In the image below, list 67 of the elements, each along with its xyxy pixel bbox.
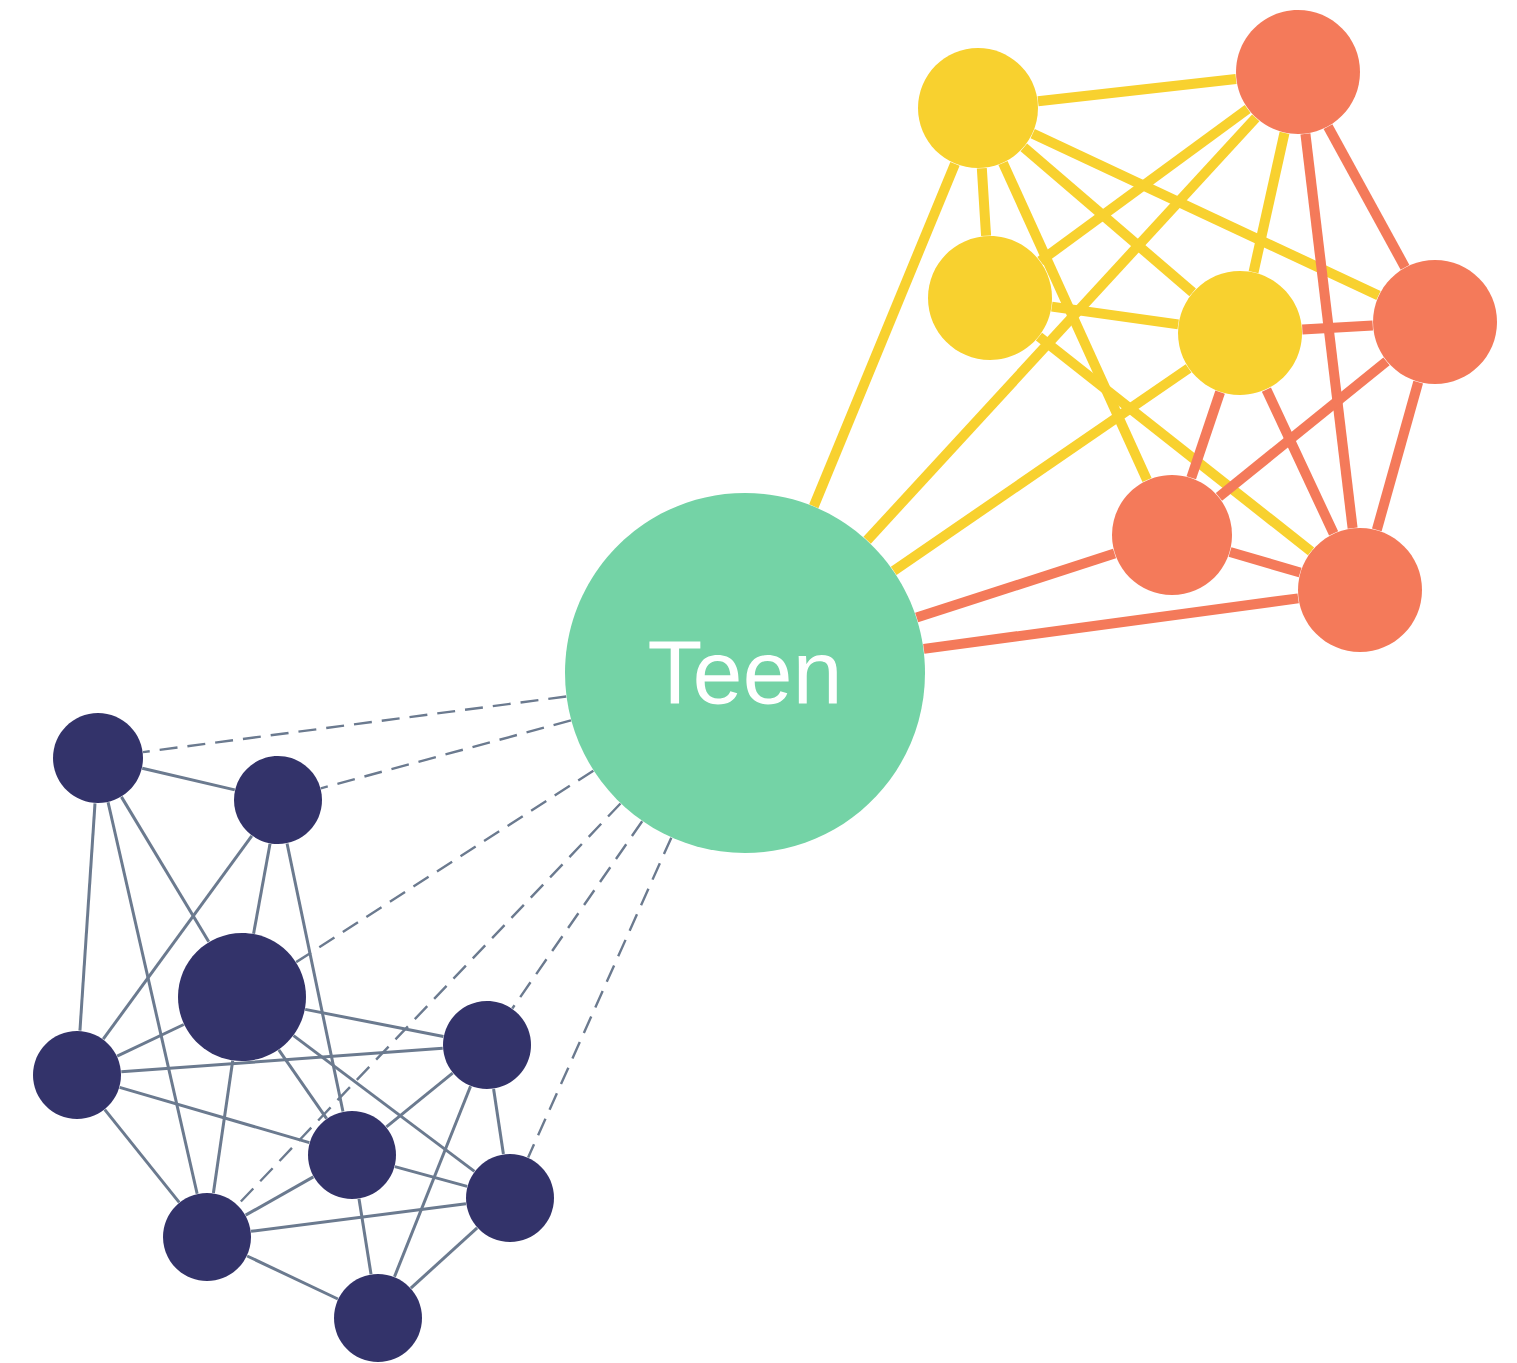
connector-line <box>78 803 97 1031</box>
connector-line <box>915 548 1117 623</box>
connector-line <box>285 843 345 1112</box>
connector-line <box>998 160 1152 483</box>
connector-line <box>304 1007 444 1038</box>
connector-line <box>863 114 1260 544</box>
connector-line <box>1186 390 1225 480</box>
connector-line <box>976 167 992 237</box>
connector-line <box>923 593 1299 654</box>
connector-line <box>393 1085 472 1278</box>
connector-line <box>1302 320 1373 335</box>
dashed-line <box>527 837 673 1158</box>
connector-line <box>809 161 960 509</box>
node-circle <box>466 1154 554 1242</box>
connector-line <box>385 1071 454 1129</box>
connector-line <box>292 1034 476 1173</box>
node-circle <box>163 1193 251 1281</box>
connector-line <box>1037 104 1251 266</box>
connector-line <box>1020 143 1196 297</box>
connector-line <box>250 1202 467 1233</box>
node-circle <box>1178 271 1302 395</box>
connector-line <box>1037 74 1237 107</box>
connector-line <box>1035 332 1315 556</box>
connector-line <box>890 364 1192 575</box>
node-circle <box>33 1031 121 1119</box>
connector-line <box>1323 124 1410 270</box>
node-circle <box>1112 475 1232 595</box>
connector-line <box>409 1226 479 1290</box>
dashed-line <box>295 769 594 964</box>
node-circle <box>234 756 322 844</box>
connector-line <box>119 1085 310 1145</box>
connector-line <box>103 1108 181 1204</box>
connector-line <box>246 1254 339 1301</box>
connector-line <box>244 1175 315 1217</box>
connector-line <box>1030 129 1381 301</box>
node-circle <box>178 933 306 1061</box>
connector-line <box>1215 357 1390 501</box>
connector-line <box>211 1060 235 1194</box>
connector-line <box>141 766 236 792</box>
node-circle <box>334 1274 422 1362</box>
node-circle <box>443 1001 531 1089</box>
node-circle <box>1373 260 1497 384</box>
node-circle <box>53 713 143 803</box>
connector-line <box>1228 547 1302 578</box>
node-circle <box>308 1111 396 1199</box>
node-circle <box>928 236 1052 360</box>
dashed-line <box>511 820 644 1010</box>
connector-line <box>1372 380 1423 532</box>
connector-line <box>1051 301 1179 330</box>
connector-line <box>120 796 211 943</box>
connector-line <box>394 1165 468 1188</box>
node-circle <box>1236 10 1360 134</box>
connector-line <box>1261 387 1339 536</box>
connector-line <box>277 1049 328 1120</box>
connector-line <box>492 1088 505 1155</box>
connector-line <box>1248 131 1290 274</box>
connector-line <box>1300 133 1358 529</box>
connector-line <box>102 834 254 1041</box>
connector-line <box>116 1023 185 1058</box>
connector-line <box>252 843 272 934</box>
dashed-line <box>320 719 572 790</box>
node-circle <box>1298 528 1422 652</box>
connector-line <box>357 1198 373 1275</box>
connector-line <box>106 801 199 1195</box>
node-circle <box>918 48 1038 168</box>
dashed-line <box>142 695 567 754</box>
connector-line <box>121 1046 443 1074</box>
